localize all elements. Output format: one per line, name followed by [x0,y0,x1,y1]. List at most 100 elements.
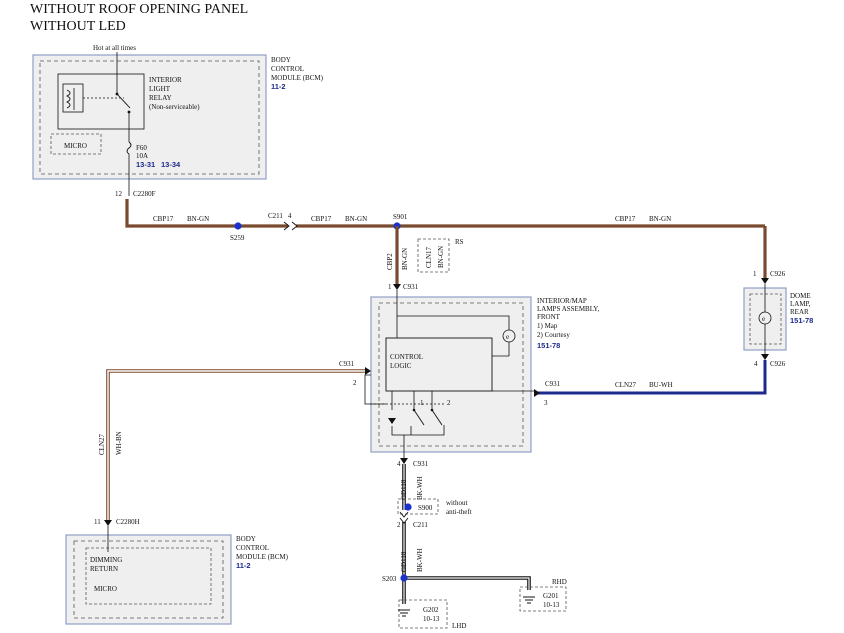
relay-name-1: INTERIOR [149,76,182,84]
bcm-bottom-name-1: BODY [236,535,256,543]
c931-top-label[interactable]: C931 [403,283,419,291]
c931-top-arrow-icon [393,284,401,290]
fuse-rating: 10A [136,152,148,160]
relay-name-3: RELAY [149,94,172,102]
interior-lamp-name-5: 2) Courtesy [537,331,570,339]
control-logic-box [385,337,493,392]
wire-gd118-color-2: BK-WH [416,548,424,572]
fuse-ref-2[interactable]: 13-34 [161,160,181,169]
wire-cbp17-color-1: BN-GN [187,215,209,223]
interior-lamp-name-3: FRONT [537,313,561,321]
c931-pin3: 3 [544,399,548,407]
c926-top-arrow-icon [761,278,769,284]
bcm-top-pin: 12 [115,190,123,198]
wire-cbp2-label: CBP2 [386,253,394,270]
rhd-label: RHD [552,578,567,586]
wire-cln27-color: BU-WH [649,381,673,389]
g201-label[interactable]: G201 [543,592,559,600]
splice-s901-label[interactable]: S901 [393,213,408,221]
ground-arrow-icon [388,418,396,424]
c926-bottom-arrow-icon [761,354,769,360]
bcm-bottom-name-3: MODULE (BCM) [236,553,289,561]
s900-note-1: without [446,499,467,507]
relay-switch-icon [115,74,131,142]
switch-1-label: 1 [420,399,424,407]
dome-lamp-name-2: LAMP, [790,300,811,308]
bcm-top-connector[interactable]: C2280F [133,190,156,198]
wire-cln17-label: CLN17 [425,247,433,269]
wire-cln27-left-label: CLN27 [98,434,106,456]
fuse-icon [126,141,132,196]
bcm-bottom-ref[interactable]: 11-2 [236,561,251,570]
interior-lamp-name-1: INTERIOR/MAP [537,297,587,305]
relay-coil-icon [65,88,75,110]
interior-lamp-name-2: LAMPS ASSEMBLY, [537,305,599,313]
connector-c211-pin: 4 [288,212,292,220]
c926-top-label[interactable]: C926 [770,270,786,278]
dome-lamp-rear: 1 C926 e 4 C926 DOME LAMP, REAR 151-78 [743,270,813,368]
ground-g201-icon [523,596,535,604]
switch-1-icon [413,409,425,426]
connector-c211[interactable]: C211 [268,212,283,220]
hot-at-all-times-label: Hot at all times [93,44,136,52]
switch-2-icon [431,409,443,426]
g202-ref: 10-13 [423,615,440,623]
c931-pin2: 2 [353,379,357,387]
bcm-bottom-name-2: CONTROL [236,544,269,552]
wire-gd118 [402,464,531,604]
dimming-return-2: RETURN [90,565,118,573]
splice-s203[interactable] [400,574,408,582]
rs-option-box [417,238,450,273]
splice-s900[interactable] [404,503,412,511]
wire-cbp17-color-2: BN-GN [345,215,367,223]
c931-bottom-label[interactable]: C931 [413,460,429,468]
c931-bottom-arrow-icon [400,458,408,464]
c211-lower-label[interactable]: C211 [413,521,428,529]
fuse-ref-1[interactable]: 13-31 [136,160,155,169]
dome-lamp-ref[interactable]: 151-78 [790,316,813,325]
wire-cbp17-label-3: CBP17 [615,215,636,223]
s900-option-box [397,498,439,515]
c931-left-label[interactable]: C931 [339,360,355,368]
wire-cbp17-color-3: BN-GN [649,215,671,223]
bcm-top-ref[interactable]: 11-2 [271,82,286,91]
c931-right-label[interactable]: C931 [545,380,561,388]
map-lamp-bulb-glyph: e [506,333,509,341]
c931-pin2-arrow-icon [365,367,371,375]
bcm-top-name-1: BODY [271,56,291,64]
g202-label[interactable]: G202 [423,606,439,614]
rs-label: RS [455,238,464,246]
c926-bottom-label[interactable]: C926 [770,360,786,368]
header-line2: WITHOUT LED [30,19,126,34]
c211-lower-pin: 2 [397,521,401,529]
bcm-bottom-module: DIMMING RETURN MICRO BODY CONTROL MODULE… [65,526,289,625]
c2280h-arrow-icon [104,520,112,526]
splice-s203-label[interactable]: S203 [382,575,397,583]
s900-note-2: anti-theft [446,508,472,516]
header-line1: WITHOUT ROOF OPENING PANEL [30,2,248,17]
splice-s900-label[interactable]: S900 [418,504,433,512]
wire-cbp17-label-1: CBP17 [153,215,174,223]
relay-name-2: LIGHT [149,85,171,93]
bcm-top-name-3: MODULE (BCM) [271,74,324,82]
splice-s259[interactable] [234,222,242,230]
dome-lamp-name-1: DOME [790,292,811,300]
bcm-bottom-micro-label: MICRO [94,585,117,593]
c931-pin4: 4 [397,460,401,468]
interior-map-lamps-assembly: e CONTROL LOGIC 1 2 INTERIOR/MAP LAMPS A… [370,290,599,458]
interior-lamp-ref[interactable]: 151-78 [537,341,560,350]
interior-lamp-name-4: 1) Map [537,322,558,330]
wire-cln27 [492,360,767,395]
switch-2-label: 2 [447,399,451,407]
dome-lamp-name-3: REAR [790,308,809,316]
wire-cln17-color: BN-GN [437,246,445,268]
lhd-label: LHD [452,622,466,630]
ground-g202-icon [398,609,410,617]
control-logic-1: CONTROL [390,353,423,361]
wire-gd118-label-2: GD118 [400,551,408,572]
fuse-name: F60 [136,144,147,152]
splice-s259-label[interactable]: S259 [230,234,245,242]
control-logic-2: LOGIC [390,362,412,370]
c2280h-label[interactable]: C2280H [116,518,140,526]
